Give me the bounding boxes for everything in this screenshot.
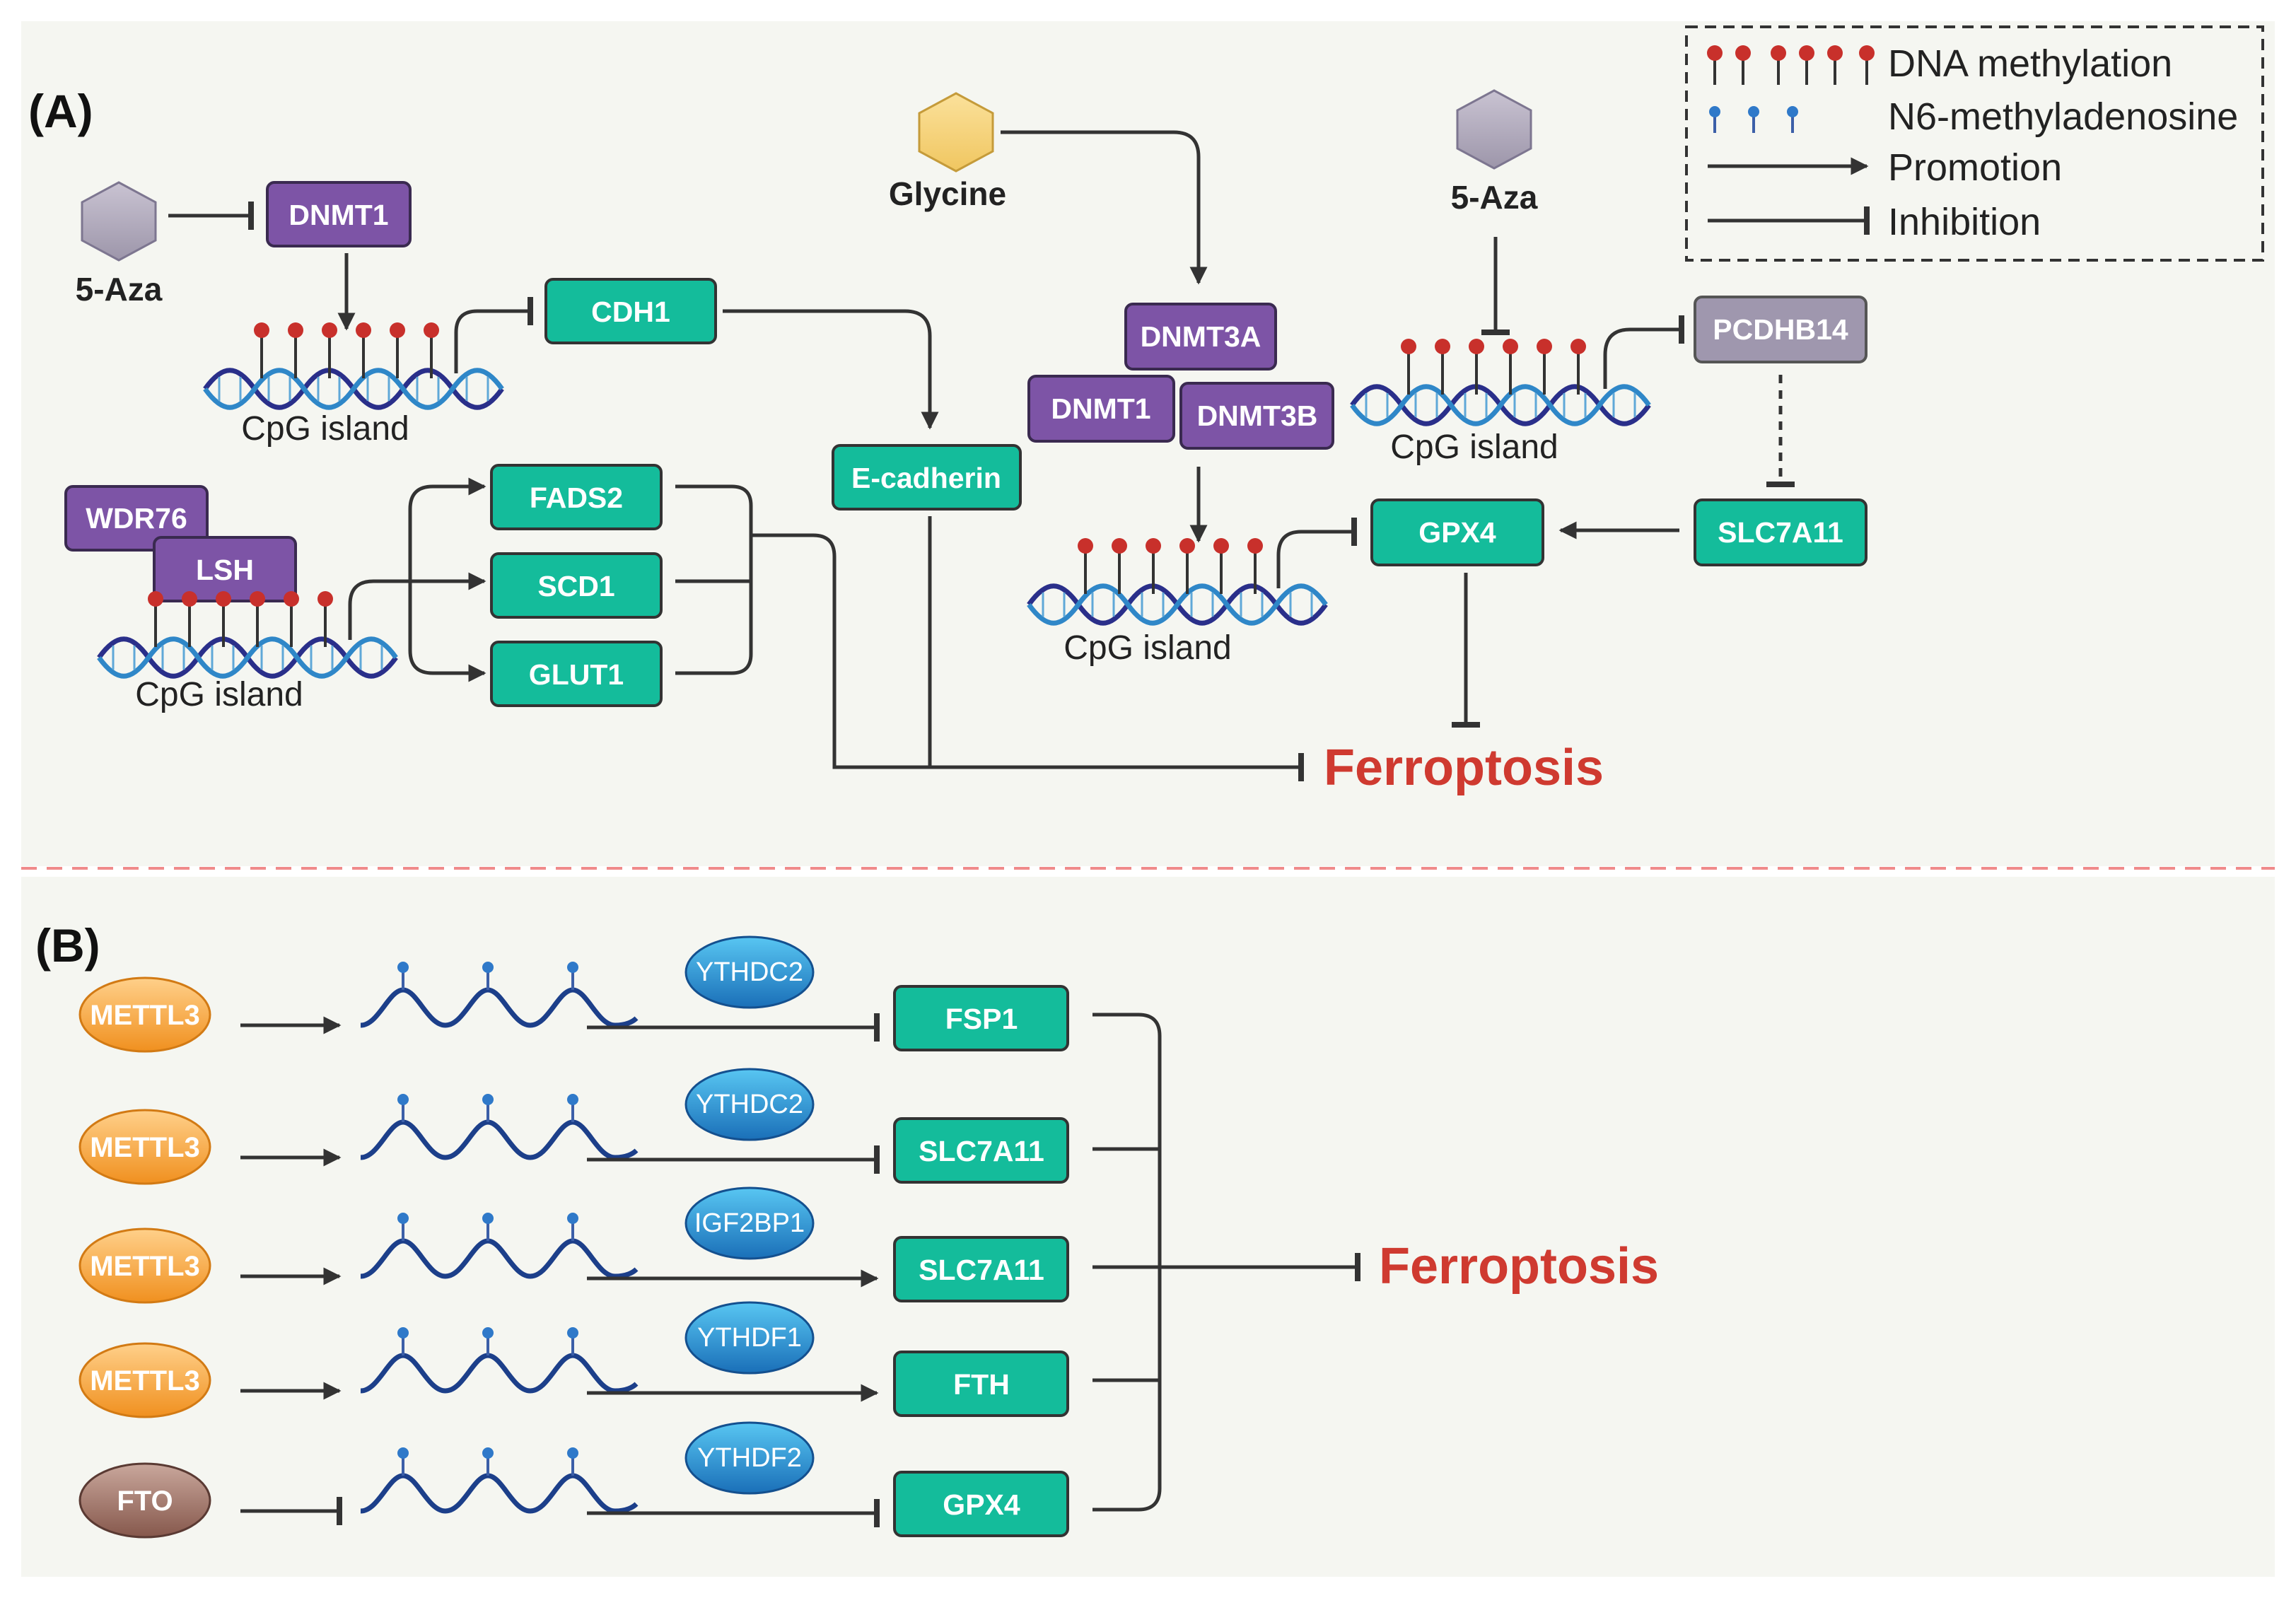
glut1-box [490, 641, 663, 707]
glycine-to-dnmt3a-arrow [1001, 130, 1208, 285]
reader-label: YTHDC2 [696, 1090, 803, 1119]
dnmt1-mid-box [1027, 375, 1175, 443]
panel-b-rows: METTL3YTHDC2FSP1METTL3YTHDC2SLC7A11METTL… [78, 935, 1069, 1539]
cdh1-label: CDH1 [591, 296, 670, 328]
pcdhb14-label: PCDHB14 [1713, 313, 1848, 346]
scd1-label: SCD1 [537, 570, 614, 602]
target-label: SLC7A11 [919, 1254, 1044, 1286]
reader-label: YTHDC2 [696, 957, 803, 987]
glycine-label: Glycine [889, 175, 1006, 212]
target-label: FTH [953, 1368, 1010, 1401]
glut1-label: GLUT1 [529, 658, 624, 691]
target-box [893, 1236, 1069, 1302]
dnmt3b-label: DNMT3B [1197, 400, 1318, 432]
scd1-box [490, 552, 663, 619]
reader-label: YTHDF1 [697, 1323, 802, 1353]
fto-writer-ellipse [78, 1462, 211, 1539]
cpg4-inhibits-pcdhb14 [1603, 315, 1684, 389]
writer-label: METTL3 [90, 1365, 200, 1396]
legend-inhibition: Inhibition [1888, 201, 2041, 243]
cpg2-to-fads2-arrow [408, 477, 486, 581]
ferroptosis-a-label: Ferroptosis [1324, 740, 1604, 796]
panel-b-merge-bracket [1092, 1013, 1162, 1512]
metabolic-to-ferroptosis-line [751, 533, 1304, 781]
wdr76-label: WDR76 [86, 502, 187, 535]
aza-right-hexagon-icon [1456, 89, 1532, 170]
aza-left-hexagon-icon [81, 181, 157, 262]
writer-label: METTL3 [90, 1251, 200, 1282]
aza-left-label: 5-Aza [76, 271, 163, 308]
reader-label: IGF2BP1 [694, 1208, 805, 1238]
legend-promotion: Promotion [1888, 146, 2062, 189]
panel-a-label: (A) [28, 85, 93, 137]
panel-b-background [21, 877, 2275, 1577]
reader-ellipse [684, 935, 815, 1009]
target-label: FSP1 [945, 1003, 1018, 1035]
pcdhb14-box [1694, 296, 1867, 363]
cpg-island-2-label: CpG island [135, 676, 303, 713]
legend-dna-methylation: DNA methylation [1888, 42, 2172, 85]
reader-ellipse [684, 1068, 815, 1141]
cpg-island-4-label: CpG island [1390, 428, 1558, 466]
writer-label: FTO [117, 1486, 173, 1517]
slc7a11-box [1694, 498, 1867, 566]
dnmt3b-box [1179, 382, 1334, 450]
writer-label: METTL3 [90, 1000, 200, 1031]
dnmt3a-label: DNMT3A [1141, 320, 1261, 353]
reader-ellipse [684, 1301, 815, 1375]
cpg2-to-scd1-arrow [348, 572, 486, 640]
dnmt1-top-box [266, 181, 412, 247]
dnmt3a-box [1124, 303, 1277, 371]
mettl3-writer-ellipse [78, 1342, 211, 1418]
gpx4-box [1370, 498, 1544, 566]
legend: DNA methylation N6-methyladenosine Promo… [1685, 25, 2264, 262]
mettl3-writer-ellipse [78, 976, 211, 1053]
ferroptosis-b-label: Ferroptosis [1379, 1238, 1659, 1295]
lsh-label: LSH [196, 554, 254, 586]
fads2-scd1-glut1-merge [675, 484, 753, 675]
panel-a-background [21, 21, 2275, 866]
m6a-icon [1709, 106, 1798, 133]
reader-ellipse [684, 1421, 815, 1495]
target-box [893, 1351, 1069, 1417]
reader-label: YTHDF2 [697, 1443, 802, 1473]
aza-right-label: 5-Aza [1451, 179, 1538, 216]
target-box [893, 1471, 1069, 1537]
reader-ellipse [684, 1186, 815, 1260]
target-box [893, 985, 1069, 1051]
cpg1-inhibits-cdh1 [454, 297, 533, 373]
target-label: GPX4 [943, 1488, 1020, 1521]
fads2-label: FADS2 [530, 482, 623, 514]
cdh1-to-ecadherin-arrow [723, 309, 939, 430]
dnmt1-mid-label: DNMT1 [1051, 392, 1150, 425]
mettl3-writer-ellipse [78, 1227, 211, 1304]
cdh1-box [544, 278, 717, 344]
cpg-island-1-label: CpG island [241, 410, 409, 448]
cpg2-to-glut1-arrow [408, 581, 486, 682]
panel-b-label: (B) [35, 919, 100, 972]
target-box [893, 1117, 1069, 1184]
fads2-box [490, 464, 663, 530]
slc7a11-label: SLC7A11 [1718, 516, 1843, 549]
ecadherin-label: E-cadherin [851, 462, 1001, 494]
glycine-hexagon-icon [918, 92, 994, 173]
cpg3-inhibits-gpx4 [1276, 518, 1357, 588]
cpg-island-3-label: CpG island [1063, 629, 1231, 667]
gpx4-label: GPX4 [1418, 516, 1496, 549]
target-label: SLC7A11 [919, 1135, 1044, 1167]
legend-m6a: N6-methyladenosine [1888, 95, 2238, 138]
mettl3-writer-ellipse [78, 1109, 211, 1185]
dna-methylation-icon [1707, 45, 1875, 85]
ecadherin-box [832, 444, 1022, 511]
wdr76-box [64, 485, 209, 552]
writer-label: METTL3 [90, 1132, 200, 1163]
dnmt1-top-label: DNMT1 [289, 199, 388, 231]
